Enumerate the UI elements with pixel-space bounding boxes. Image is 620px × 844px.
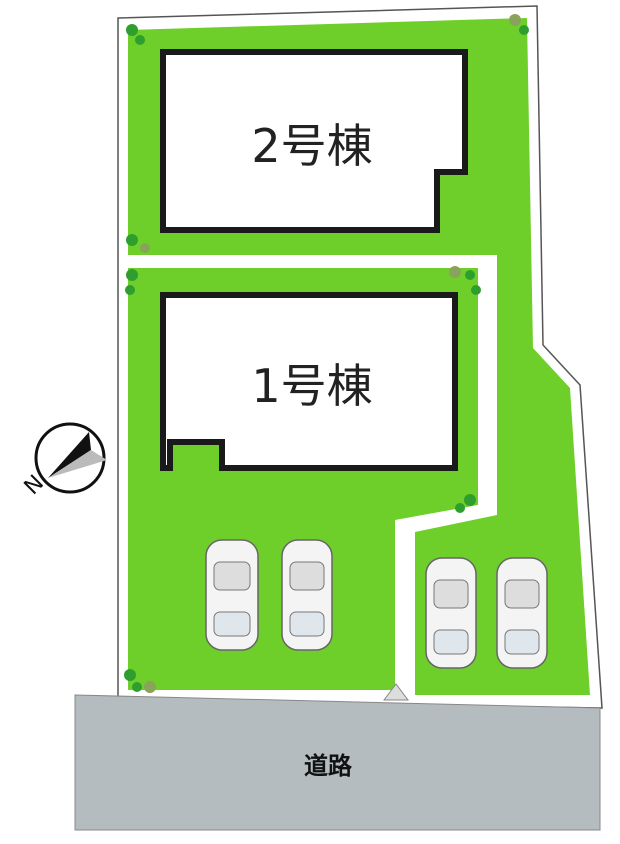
- building-1-outline: [160, 292, 458, 471]
- building-1-label: 1号棟: [251, 359, 372, 413]
- car-icon: [281, 539, 333, 651]
- car-icon: [496, 557, 548, 669]
- road-label: 道路: [304, 752, 353, 780]
- building-2-label: 2号棟: [251, 119, 372, 173]
- car-icon: [425, 557, 477, 669]
- boundary-marker: [383, 683, 409, 701]
- car-icon: [205, 539, 259, 651]
- building-2-outline: [160, 49, 468, 233]
- road: [74, 694, 601, 831]
- north-arrow-icon: N: [20, 422, 107, 500]
- shrub-icons: [124, 14, 529, 693]
